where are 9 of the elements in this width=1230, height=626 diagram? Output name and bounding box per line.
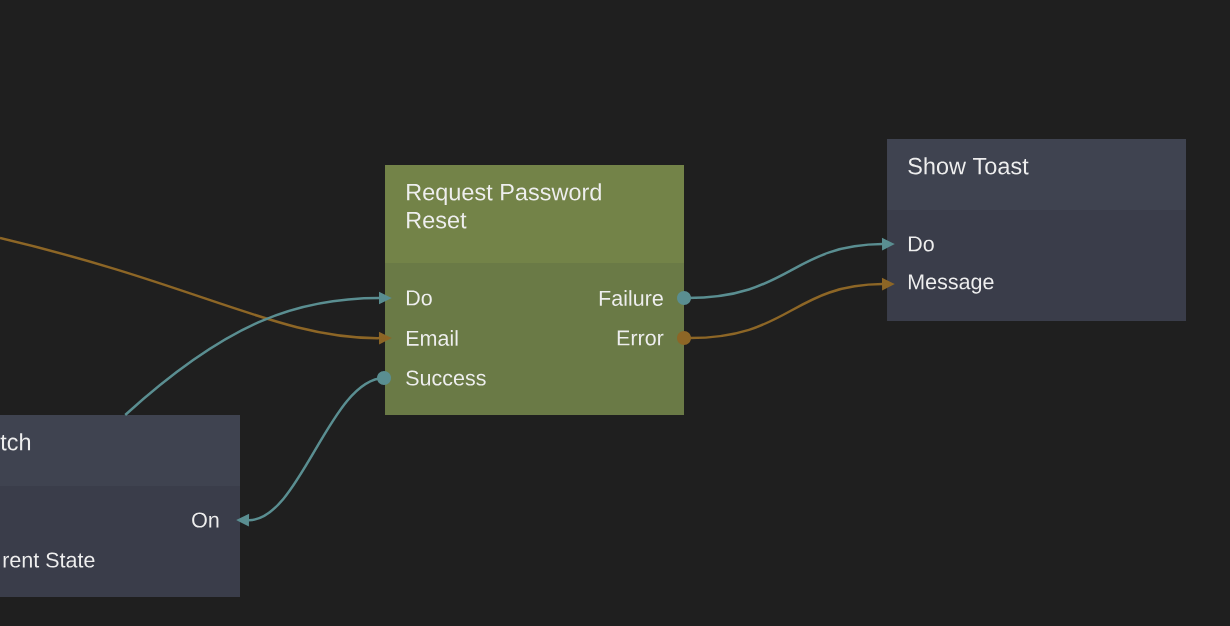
port-label: Failure — [599, 290, 663, 306]
port-label: Error — [617, 330, 664, 346]
port-label: Success — [406, 370, 486, 386]
port-label: Message — [908, 274, 994, 294]
port-label: Do — [908, 236, 934, 252]
port-label: Do — [406, 290, 432, 306]
port-label: Email — [406, 330, 458, 346]
port-label: rent State — [3, 552, 95, 568]
port-label: On — [192, 512, 219, 528]
